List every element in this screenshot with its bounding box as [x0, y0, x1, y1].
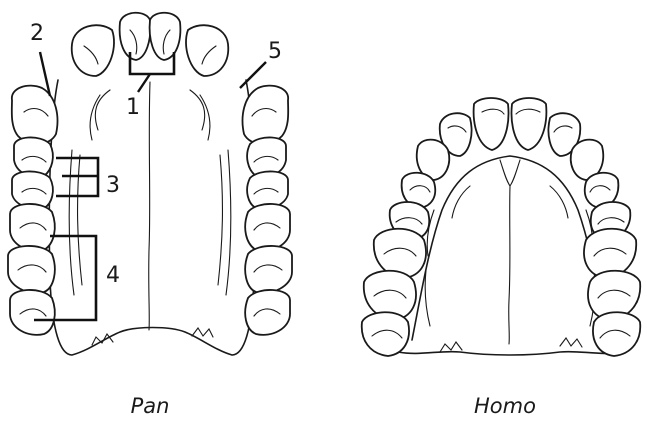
homo-molar-right-3 [593, 312, 640, 356]
caption-pan: Pan [131, 394, 170, 418]
label-2: 2 [30, 21, 44, 46]
homo-midline-suture [500, 160, 520, 344]
label-5: 5 [268, 39, 282, 64]
pan-canine-right [243, 86, 289, 144]
label-3: 3 [106, 173, 120, 198]
pan-incisor-right-lateral [186, 25, 228, 76]
pan-molar-left-1 [10, 204, 55, 251]
homo-upper-jaw [362, 98, 641, 356]
pan-upper-jaw [8, 13, 292, 355]
caption-homo: Homo [474, 394, 536, 418]
pan-molar-right-1 [245, 204, 290, 251]
homo-molar-left-3 [362, 312, 409, 356]
pan-molar-left-2 [8, 246, 55, 293]
pan-palate-outline [49, 80, 254, 355]
pan-molar-right-3 [245, 290, 290, 335]
pan-annotations: 1 2 3 4 5 [30, 21, 282, 320]
homo-incisor-left-central [474, 98, 509, 150]
pan-molar-left-3 [10, 290, 55, 335]
homo-incisor-right-central [512, 98, 547, 150]
pan-incisor-left-central [120, 13, 151, 60]
label-4: 4 [106, 263, 120, 288]
pan-incisor-left-lateral [72, 25, 114, 76]
pan-incisor-right-central [150, 13, 181, 60]
pan-midline-suture [149, 82, 150, 330]
pan-molar-right-2 [245, 246, 292, 293]
label-1: 1 [126, 95, 140, 120]
homo-posterior-edge [440, 338, 582, 352]
leader-1 [138, 74, 150, 92]
leader-5 [240, 62, 266, 88]
